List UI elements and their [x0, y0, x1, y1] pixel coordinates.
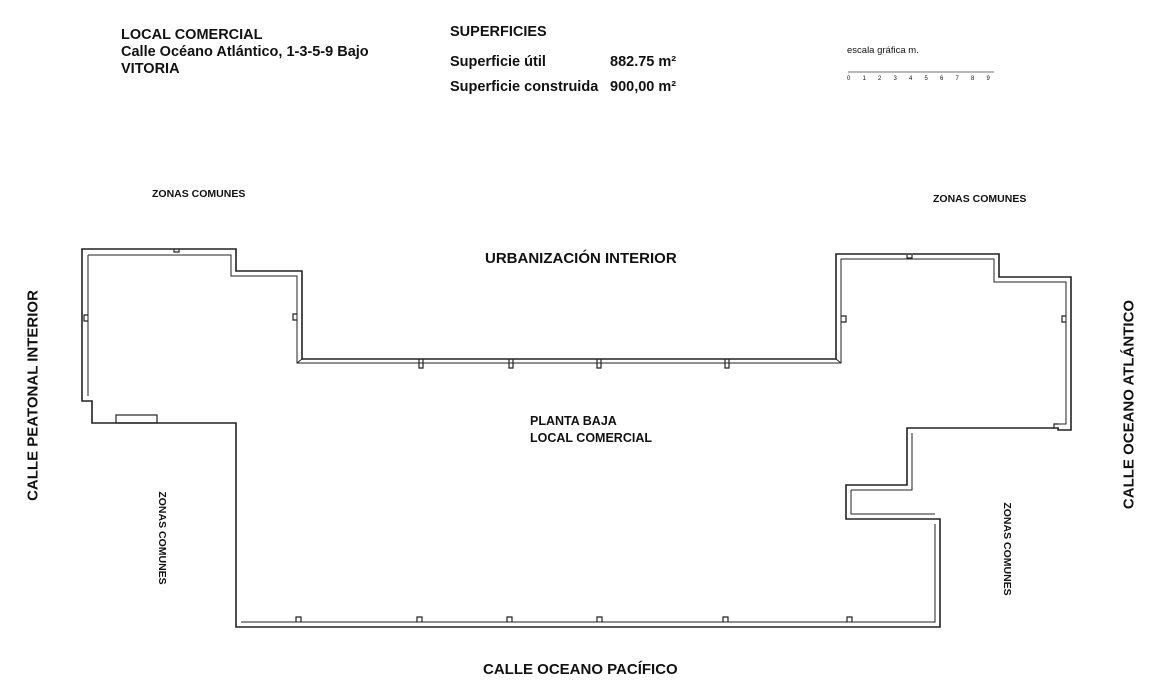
floor-plan-inner-wall-step: [850, 433, 935, 515]
pillar-mark: [1061, 315, 1066, 323]
surfaces-title: SUPERFICIES: [450, 24, 547, 40]
pillar-mark: [416, 616, 423, 622]
pillar-mark: [173, 249, 180, 253]
scale-tick: 3: [893, 76, 897, 82]
pillar-mark: [506, 616, 513, 622]
floor-plan-inner-wall: [88, 254, 1067, 425]
pillar-mark: [906, 255, 913, 259]
scale-tick: 5: [924, 76, 928, 82]
pillar-mark: [83, 314, 88, 322]
pillar-mark: [596, 616, 603, 622]
scale-tick: 2: [878, 76, 882, 82]
pillar-mark: [508, 359, 514, 369]
pillar-mark: [846, 616, 853, 622]
pillar-mark: [724, 359, 730, 369]
zone-label-top-left: ZONAS COMUNES: [152, 188, 246, 200]
header-address-block: LOCAL COMERCIAL Calle Océano Atlántico, …: [121, 27, 369, 78]
header-address: Calle Océano Atlántico, 1-3-5-9 Bajo: [121, 44, 369, 60]
scale-tick: 1: [862, 76, 866, 82]
scale-tick: 9: [986, 76, 990, 82]
pillar-mark: [418, 359, 424, 369]
label-planta: PLANTA BAJA LOCAL COMERCIAL: [530, 413, 652, 447]
pillar-mark: [841, 315, 847, 323]
surface-value: 900,00 m²: [610, 79, 677, 95]
pillar-mark: [596, 359, 602, 369]
zone-label-right: ZONAS COMUNES: [1001, 502, 1013, 596]
scale-tick: 0: [847, 76, 851, 82]
street-label-bottom: CALLE OCEANO PACÍFICO: [483, 661, 678, 678]
surface-value: 882.75 m²: [610, 54, 677, 70]
scale-tick: 4: [909, 76, 913, 82]
surface-label: Superficie construida: [450, 79, 599, 95]
zone-label-top-right: ZONAS COMUNES: [933, 193, 1027, 205]
label-planta-line1: PLANTA BAJA: [530, 414, 617, 428]
label-urbanizacion: URBANIZACIÓN INTERIOR: [485, 250, 677, 267]
street-label-right: CALLE OCEANO ATLÁNTICO: [1120, 299, 1138, 510]
header-city: VITORIA: [121, 61, 180, 77]
surface-label: Superficie útil: [450, 54, 546, 70]
zone-label-left: ZONAS COMUNES: [156, 491, 168, 585]
scale-ticks: 0 1 2 3 4 5 6 7 8 9: [847, 76, 1002, 82]
scale-tick: 7: [955, 76, 959, 82]
pillar-mark: [722, 616, 729, 622]
pillar-mark: [1053, 423, 1058, 428]
header-title: LOCAL COMERCIAL: [121, 27, 263, 43]
surface-row: Superficie construida 900,00 m²: [450, 75, 676, 100]
pillar-mark: [292, 313, 297, 321]
scale-label: escala gráfica m.: [847, 45, 919, 56]
scale-tick: 6: [940, 76, 944, 82]
scale-tick: 8: [971, 76, 975, 82]
floor-plan-inner-wall-bottom: [241, 524, 936, 623]
street-label-left: CALLE PEATONAL INTERIOR: [24, 290, 42, 501]
floor-plan-door: [115, 414, 158, 424]
surfaces-table: Superficie útil 882.75 m² Superficie con…: [450, 50, 676, 100]
surface-row: Superficie útil 882.75 m²: [450, 50, 676, 75]
pillar-mark: [295, 616, 302, 622]
label-planta-line2: LOCAL COMERCIAL: [530, 431, 652, 445]
